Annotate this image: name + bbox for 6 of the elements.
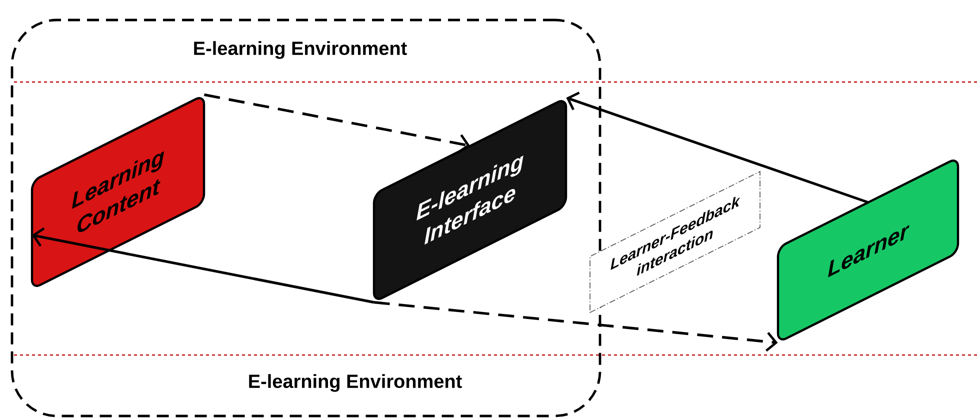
boundary-title: E-learning Environment [190, 39, 410, 61]
arrow [204, 93, 470, 154]
boundary-title: E-learning Environment [246, 372, 464, 394]
arrow [32, 227, 374, 304]
arrow [566, 92, 868, 204]
arrow [374, 301, 778, 352]
